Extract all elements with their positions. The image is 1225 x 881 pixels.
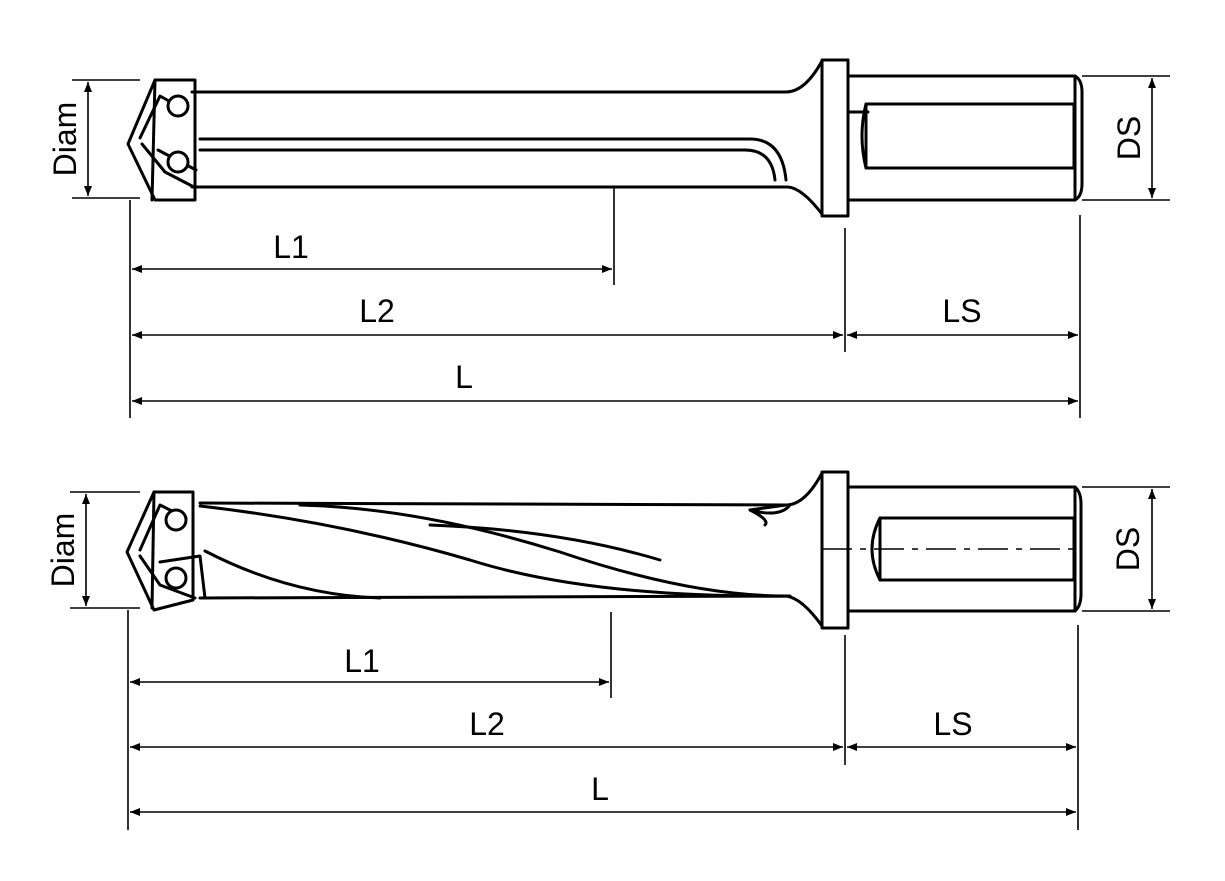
body [190, 59, 824, 216]
insert-screw-upper [166, 94, 190, 118]
l2-label-1: L2 [359, 293, 395, 329]
insert-head [125, 490, 207, 612]
shank [822, 485, 1083, 613]
insert-screw-lower [166, 150, 190, 174]
l1-label-1: L1 [273, 229, 309, 265]
ls-label-2: LS [933, 706, 972, 742]
collar [820, 470, 850, 630]
ds-dimension-2: DS [1082, 486, 1170, 612]
insert-head [126, 78, 198, 202]
shank [846, 74, 1084, 202]
straight-flute-drill: Diam DS L1 L2 LS L [47, 58, 1170, 418]
diam-dimension-1: Diam [47, 79, 140, 199]
helical-flute-drill: Diam DS L1 L2 LS L [45, 470, 1170, 830]
ds-label-2: DS [1110, 527, 1146, 571]
l-label-1: L [455, 359, 473, 395]
diam-dimension-2: Diam [45, 491, 140, 609]
diam-label-2: Diam [45, 513, 81, 588]
ds-label-1: DS [1111, 116, 1147, 160]
l-label-2: L [591, 771, 609, 807]
l2-label-2: L2 [469, 706, 505, 742]
collar [820, 58, 850, 218]
ls-label-1: LS [942, 293, 981, 329]
l1-label-2: L1 [344, 643, 380, 679]
body [198, 471, 824, 628]
insert-screw-lower [164, 566, 188, 590]
insert-screw-upper [164, 508, 188, 532]
diam-label-1: Diam [47, 102, 83, 177]
ds-dimension-1: DS [1082, 75, 1170, 201]
